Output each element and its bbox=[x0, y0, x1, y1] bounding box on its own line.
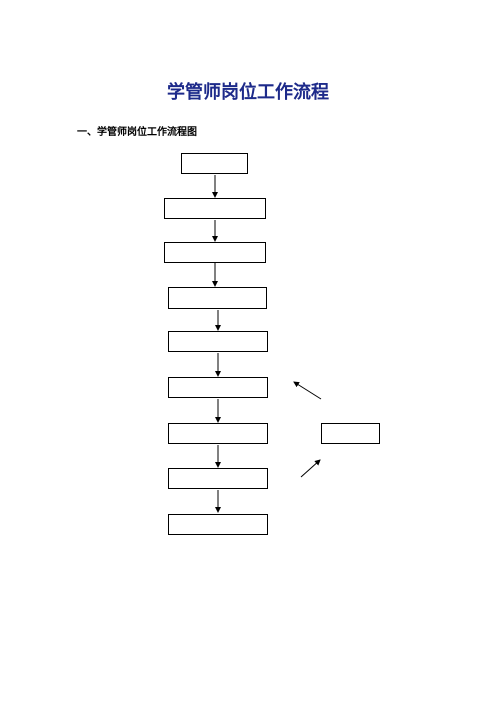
flow-step-5 bbox=[168, 331, 268, 352]
document-title: 学管师岗位工作流程 bbox=[167, 82, 329, 103]
flow-step-1 bbox=[181, 153, 248, 174]
flow-step-9 bbox=[168, 514, 268, 535]
flow-step-6 bbox=[168, 377, 268, 398]
flow-step-4 bbox=[168, 287, 267, 309]
flow-step-3 bbox=[164, 242, 266, 263]
section-heading: 一、学管师岗位工作流程图 bbox=[77, 127, 197, 138]
arrow-side-up bbox=[293, 381, 322, 400]
flow-step-8 bbox=[168, 468, 268, 489]
flow-step-2 bbox=[164, 198, 266, 219]
flow-side-box bbox=[321, 423, 380, 444]
flow-step-7 bbox=[168, 423, 268, 444]
arrow-side-down bbox=[300, 459, 321, 478]
